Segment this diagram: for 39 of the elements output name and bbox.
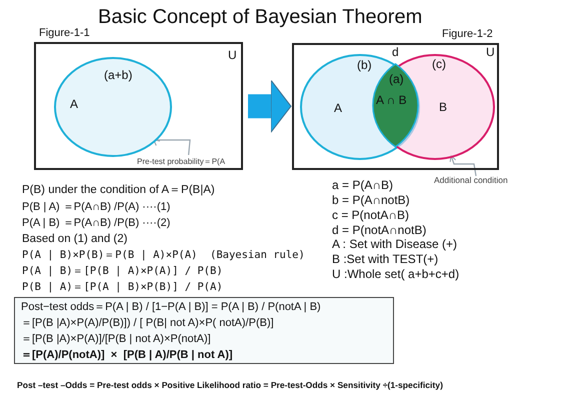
formula-text: P(A | B)＝[P(B | A)×P(A)] / P(B) bbox=[22, 265, 223, 278]
formula-text: P(B) under the condition of A＝P(B|A) bbox=[22, 184, 215, 198]
formula-line: ＝[P(B |A)×P(A)/P(B)]) / [ P(B| not A)×P( notA)/P(B)] bbox=[21, 317, 274, 330]
definition-text: a = P(A∩B) bbox=[332, 179, 393, 193]
region-label: (a) bbox=[389, 72, 404, 86]
formula-box bbox=[14, 297, 394, 364]
formula-text: P(B | A)＝[P(A | B)×P(B)] / P(A) bbox=[22, 281, 223, 294]
leader-text: Pre-test probability＝P(A bbox=[137, 157, 226, 166]
title: Basic Concept of Bayesian Theorem bbox=[98, 6, 422, 29]
set-label: A bbox=[70, 98, 78, 112]
leader-text: Additional condition bbox=[434, 176, 508, 186]
formula-text: P(B | A) ＝P(A∩B) /P(A) ····(1) bbox=[22, 201, 170, 214]
region-label: (a+b) bbox=[104, 69, 132, 83]
region-label: (b) bbox=[357, 59, 372, 73]
set-label: B bbox=[439, 101, 448, 115]
formula-text: P(A | B) ＝P(A∩B) /P(B) ····(2) bbox=[22, 217, 170, 230]
formula-text: P(A | B)×P(B)＝P(B | A)×P(A) (Bayesian rule) bbox=[22, 249, 305, 262]
set-label: A bbox=[334, 102, 342, 116]
definition-text: B :Set with TEST(+) bbox=[332, 253, 438, 267]
definition-text: d = P(notA∩notB) bbox=[332, 224, 426, 238]
region-label: (c) bbox=[432, 58, 446, 72]
definition-text: b = P(A∩notB) bbox=[332, 194, 410, 208]
set-label: A ∩ B bbox=[376, 94, 407, 108]
set-label: U bbox=[486, 46, 495, 60]
set-label: U bbox=[228, 49, 237, 63]
summary-text: Post –test –Odds = Pre-test odds × Positive Likelihood ratio = Pre-test-Odds × Sensitivity ÷(1-specificity) bbox=[17, 381, 443, 391]
definition-text: A : Set with Disease (+) bbox=[332, 238, 458, 252]
formula-line: Post−test odds＝P(A | B) / [1−P(A | B)] = P(A | B) / P(notA | B) bbox=[21, 301, 321, 314]
figure-label: Figure-1-2 bbox=[442, 28, 493, 41]
formula-line: ＝[P(A)/P(notA)] × [P(B | A)/P(B | not A)] bbox=[21, 349, 233, 362]
block-arrow bbox=[248, 80, 292, 133]
set-label: d bbox=[392, 46, 399, 60]
formula-line: ＝[P(B |A)×P(A)]/[P(B | not A)×P(notA)] bbox=[21, 333, 211, 346]
figure-label: Figure-1-1 bbox=[39, 27, 90, 40]
leader-line bbox=[153, 139, 191, 156]
definition-text: c = P(notA∩B) bbox=[332, 209, 409, 223]
leader-line bbox=[450, 155, 477, 176]
definition-text: U :Whole set( a+b+c+d) bbox=[332, 268, 460, 282]
note-text: Based on (1) and (2) bbox=[22, 233, 128, 246]
